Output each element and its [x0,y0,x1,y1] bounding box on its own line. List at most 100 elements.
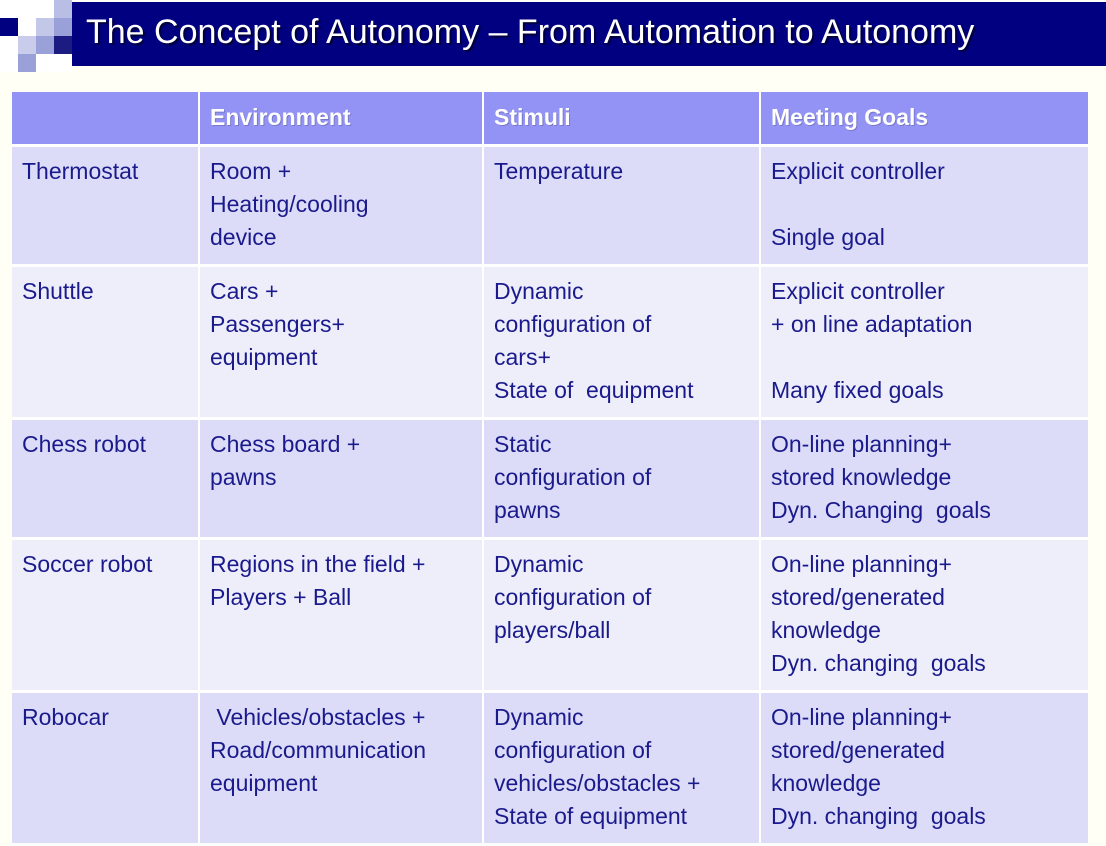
deco-square-14 [36,54,54,72]
cell-line: Single goal [771,224,885,250]
cell-stimuli: Dynamic configuration of cars+ State of equ… [483,265,761,420]
cell-system: Robocar [12,691,200,846]
table-row: Soccer robot Regions in the field + Player… [12,538,1088,693]
cell-stimuli: Temperature [483,145,761,267]
cell-line [771,188,1088,221]
table-row: Shuttle Cars + Passengers+ equipment Dynamic… [12,265,1088,420]
cell-line: configuration of [494,311,652,337]
deco-square-4 [0,18,18,36]
cell-stimuli: Dynamic configuration of players/ball [483,538,761,693]
deco-square-12 [0,54,18,72]
cell-stimuli: Dynamic configuration of vehicles/obstacle… [483,691,761,846]
cell-line: vehicles/obstacles + [494,770,701,796]
cell-line: Chess board + [210,431,361,457]
cell-line: knowledge [771,770,881,796]
cell-line: Heating/cooling [210,191,369,217]
deco-square-8 [0,36,18,54]
cell-line: Temperature [494,158,624,184]
table-row: Thermostat Room + Heating/cooling device Tem… [12,145,1088,267]
cell-line: Passengers+ [210,311,345,337]
cell-environment: Vehicles/obstacles + Road/communication eq… [199,691,484,846]
deco-square-13 [18,54,36,72]
cell-line: Explicit controller [771,158,945,184]
deco-square-3 [54,0,72,18]
cell-line: stored knowledge [771,464,952,490]
deco-square-15 [54,54,72,72]
deco-square-0 [0,0,18,18]
cell-line: + on line adaptation [771,311,973,337]
cell-line: Dynamic [494,704,584,730]
cell-system: Shuttle [12,265,200,420]
column-header-blank [12,92,200,147]
cell-environment: Regions in the field + Players + Ball [199,538,484,693]
cell-line: stored/generated [771,737,945,763]
cell-line: pawns [494,497,561,523]
cell-system: Thermostat [12,145,200,267]
column-header-meeting-goals: Meeting Goals [760,92,1088,147]
cell-line: Dynamic [494,278,584,304]
cell-line: Road/communication [210,737,427,763]
cell-line: cars+ [494,344,551,370]
slide-title-banner: The Concept of Autonomy – From Automatio… [0,0,1106,72]
cell-line: players/ball [494,617,611,643]
cell-line: equipment [210,344,318,370]
cell-line: Vehicles/obstacles + [210,704,426,730]
deco-square-5 [18,18,36,36]
cell-line: equipment [210,770,318,796]
cell-line: Room + [210,158,292,184]
cell-line: knowledge [771,617,881,643]
cell-line: Dyn. changing goals [771,803,986,829]
deco-square-6 [36,18,54,36]
cell-environment: Room + Heating/cooling device [199,145,484,267]
cell-line: stored/generated [771,584,945,610]
cell-line: Cars + [210,278,279,304]
table-row: Chess robot Chess board + pawns Static confi… [12,418,1088,540]
cell-line: Explicit controller [771,278,945,304]
cell-line: device [210,224,277,250]
cell-goals: On-line planning+ stored/generated knowled… [760,538,1088,693]
cell-goals: On-line planning+ stored/generated knowled… [760,691,1088,846]
deco-square-9 [18,36,36,54]
cell-line: Dynamic [494,551,584,577]
cell-line: configuration of [494,584,652,610]
page-title: The Concept of Autonomy – From Automatio… [86,13,975,51]
cell-line: configuration of [494,737,652,763]
cell-line: State of equipment [494,803,688,829]
cell-line: Many fixed goals [771,377,944,403]
cell-line [771,341,1088,374]
cell-system: Chess robot [12,418,200,540]
table-body: Thermostat Room + Heating/cooling device Tem… [12,145,1088,846]
deco-square-11 [54,36,72,54]
cell-line: On-line planning+ [771,704,952,730]
cell-line: Players + Ball [210,584,352,610]
cell-line: On-line planning+ [771,551,952,577]
cell-line: Regions in the field + [210,551,426,577]
cell-line: On-line planning+ [771,431,952,457]
title-bar-background [72,2,1106,66]
cell-environment: Chess board + pawns [199,418,484,540]
deco-square-1 [18,0,36,18]
cell-line: configuration of [494,464,652,490]
square-grid-motif-icon [0,0,74,72]
deco-square-2 [36,0,54,18]
column-header-environment: Environment [199,92,484,147]
cell-line: State of equipment [494,377,694,403]
cell-stimuli: Static configuration of pawns [483,418,761,540]
cell-line: pawns [210,464,277,490]
deco-square-10 [36,36,54,54]
cell-environment: Cars + Passengers+ equipment [199,265,484,420]
cell-line: Static [494,431,552,457]
cell-line: Dyn. changing goals [771,650,986,676]
cell-line: Dyn. Changing goals [771,497,991,523]
table-row: Robocar Vehicles/obstacles + Road/communi… [12,691,1088,846]
column-header-stimuli: Stimuli [483,92,761,147]
cell-system: Soccer robot [12,538,200,693]
deco-square-7 [54,18,72,36]
